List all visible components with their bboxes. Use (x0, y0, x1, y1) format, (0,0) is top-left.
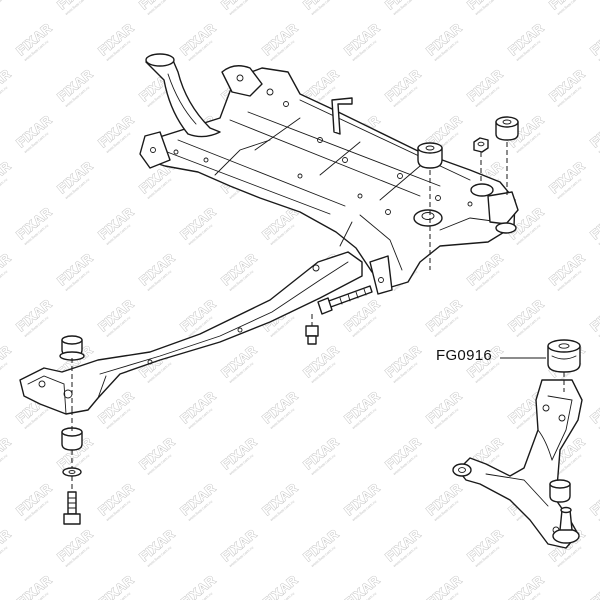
part-number-label: FG0916 (436, 347, 492, 364)
bottom-rubber-mount (61, 427, 83, 451)
bolt-small (305, 314, 319, 345)
washer (62, 467, 82, 477)
front-subframe (139, 53, 519, 295)
rear-arm-bushing (549, 479, 571, 503)
ball-joint (552, 506, 580, 544)
arm-front-bushing-sleeve (452, 463, 472, 477)
lower-control-arm (457, 379, 583, 549)
bushing-fg0916 (547, 339, 581, 373)
top-rubber-mount (59, 335, 85, 361)
mount-bolt (63, 491, 81, 525)
long-bolt (317, 285, 373, 315)
rear-crossmember (19, 221, 363, 415)
subframe-bushing-left (417, 142, 443, 169)
subframe-bushing-right (495, 116, 519, 141)
hex-nut (473, 137, 489, 153)
